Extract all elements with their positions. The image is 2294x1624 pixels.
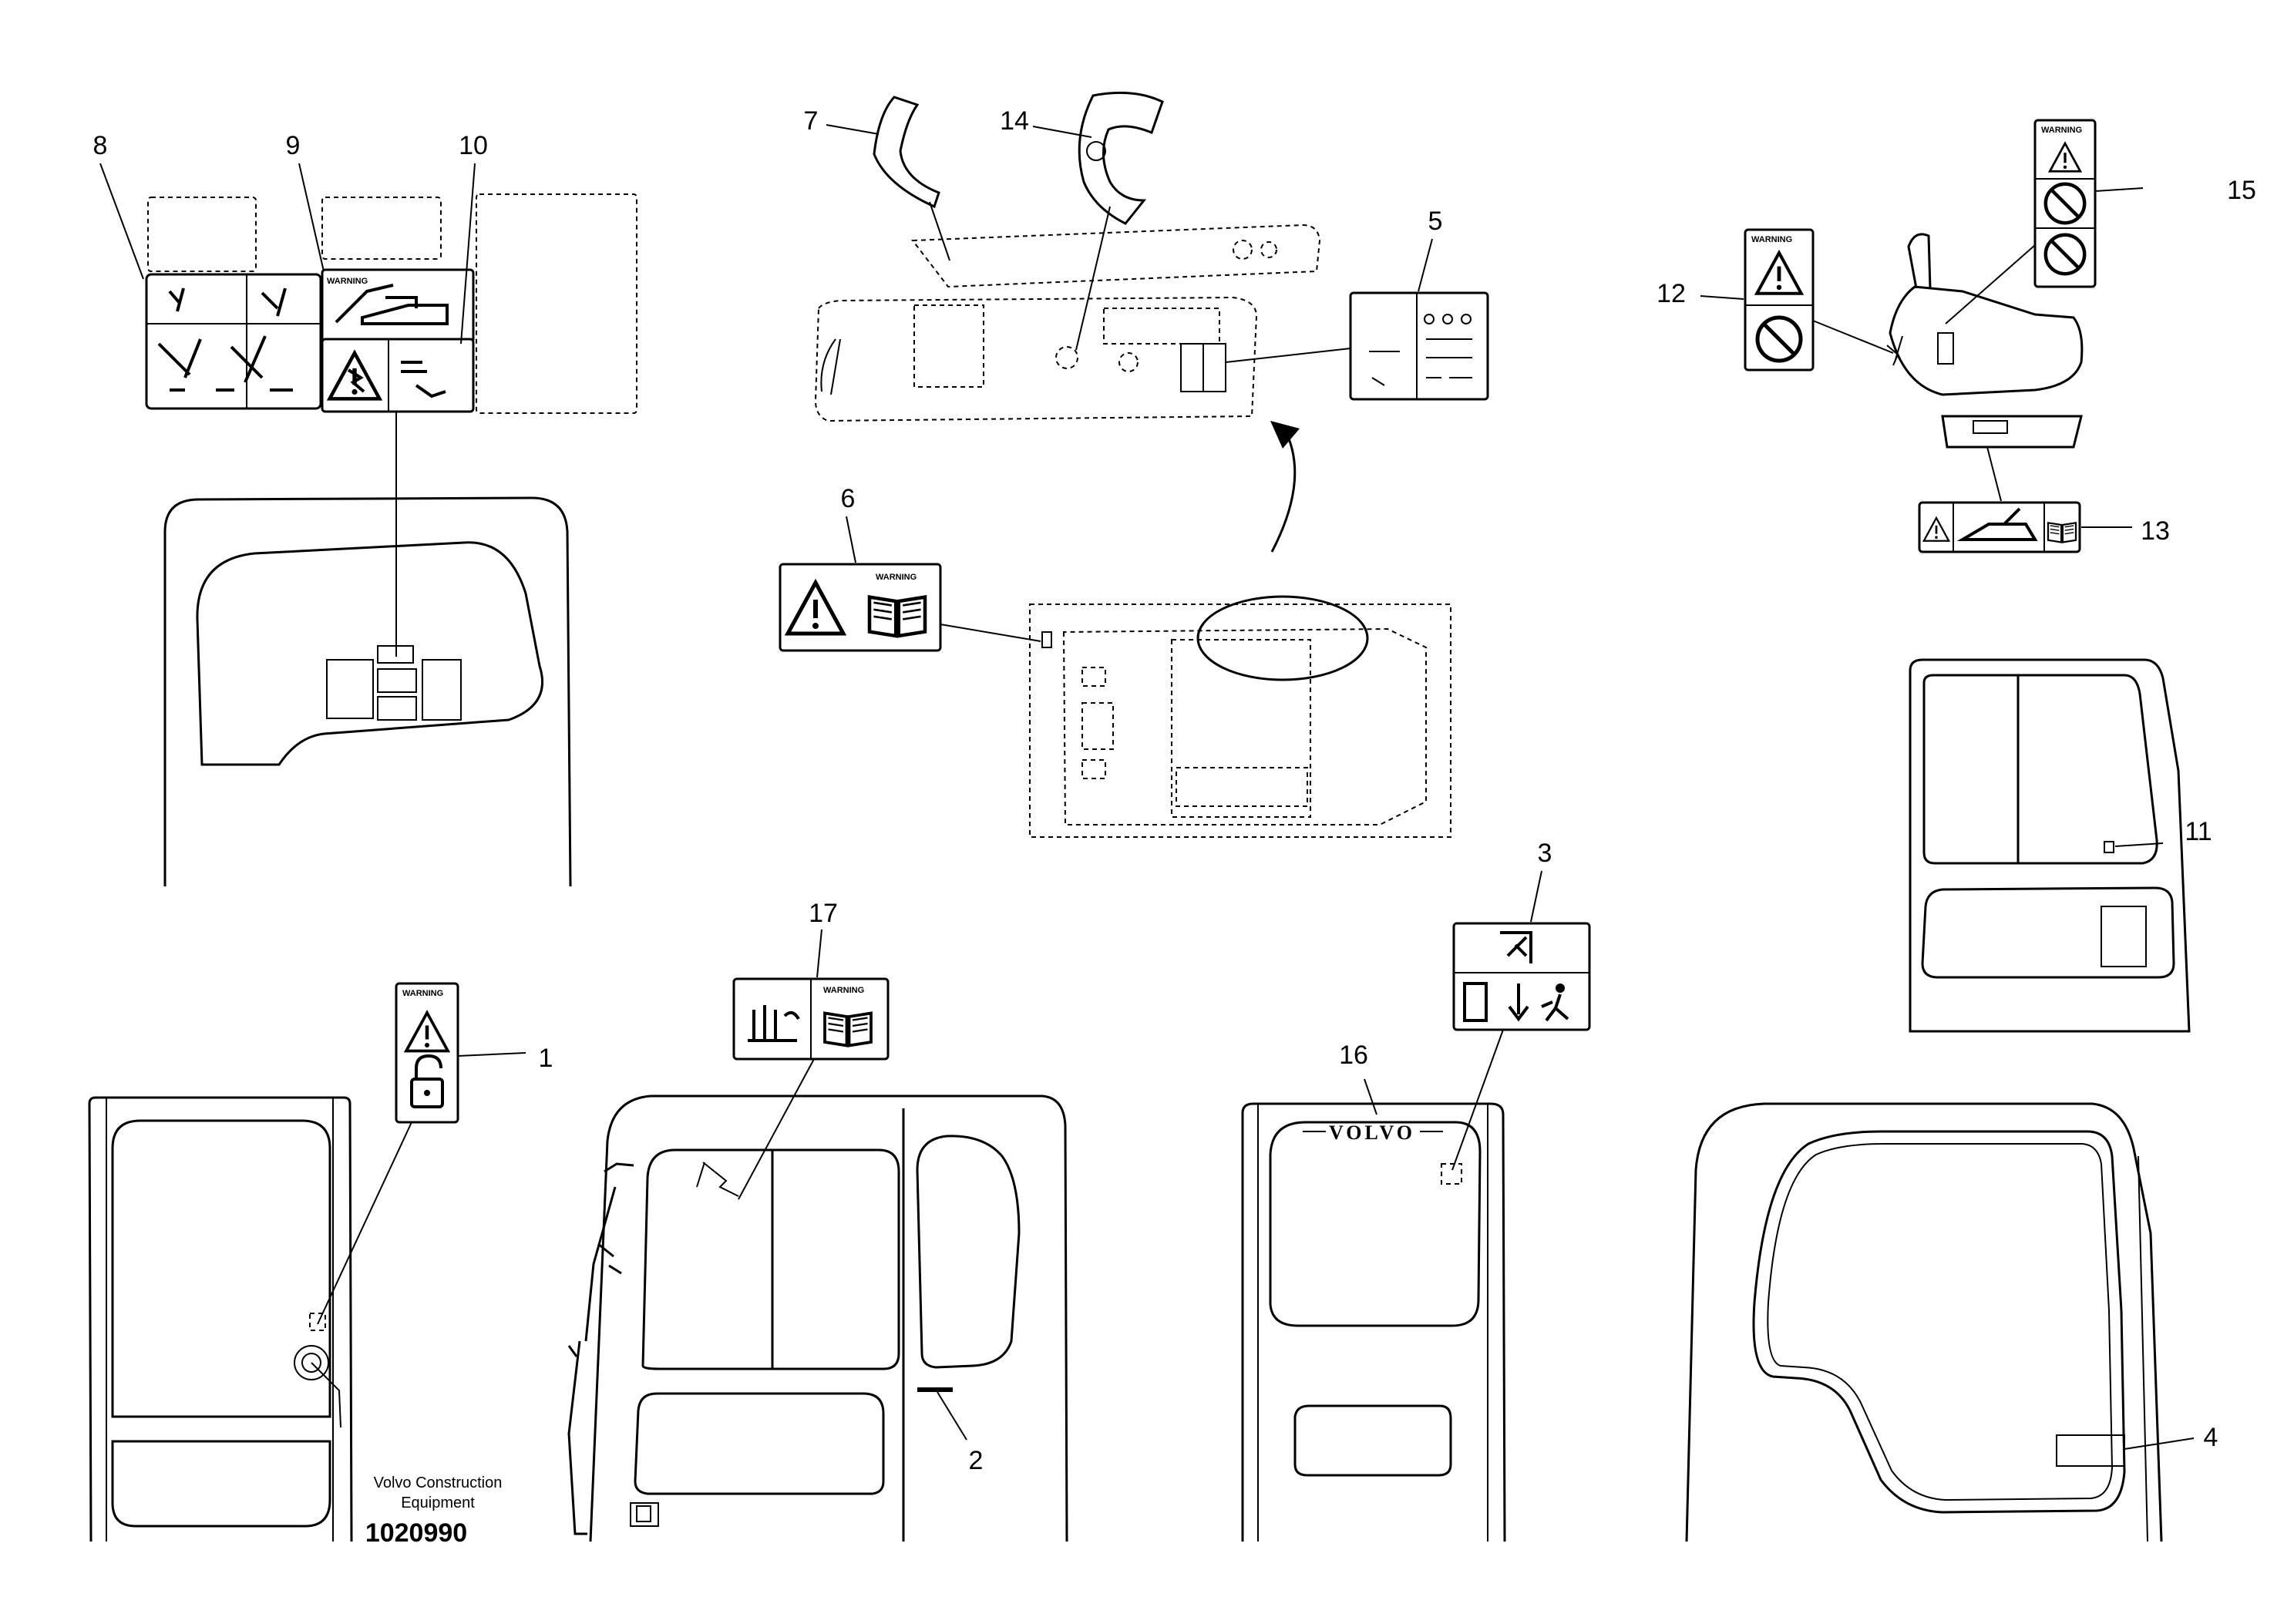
decal-9-excavator-hazard: WARNING bbox=[321, 268, 475, 344]
callout-numbers: 8 9 10 7 14 5 6 12 15 13 11 3 17 1 16 2 … bbox=[93, 106, 2256, 1475]
callout-4: 4 bbox=[2204, 1423, 2218, 1452]
callout-11: 11 bbox=[2185, 817, 2212, 846]
right-door-group bbox=[1909, 658, 2191, 1033]
cab-floor-plan bbox=[1029, 604, 1451, 838]
callout-17: 17 bbox=[809, 899, 838, 928]
lock-icon bbox=[410, 1054, 444, 1108]
cab-front-outline bbox=[88, 1096, 353, 1542]
callout-8: 8 bbox=[93, 131, 108, 160]
decal-9-warning-text: WARNING bbox=[327, 277, 368, 286]
decal-7-arc bbox=[873, 96, 940, 209]
decal-17-warning-text: WARNING bbox=[823, 986, 864, 995]
decal-3-emergency-exit bbox=[1452, 922, 1591, 1031]
leader-lines bbox=[99, 163, 1542, 978]
decal-8-control-pattern bbox=[145, 273, 322, 410]
cab-front-view-group: WARNING Volvo Construction Equipment 102… bbox=[88, 982, 526, 1548]
joystick-group: WARNING WARNING bbox=[1700, 119, 2144, 553]
callout-9: 9 bbox=[286, 131, 301, 160]
decal-5-switch-panel bbox=[1349, 291, 1489, 401]
emergency-exit-icon bbox=[1541, 983, 1569, 1022]
decal-12-warning: WARNING bbox=[1744, 228, 1815, 372]
cab-left-view-group: WARNING bbox=[567, 977, 1068, 1542]
cab-rear-panel-group: WARNING bbox=[145, 193, 637, 887]
right-door-outline bbox=[1909, 658, 2191, 1033]
decal-10-electrical-hazard bbox=[321, 338, 475, 413]
callout-2: 2 bbox=[969, 1446, 984, 1475]
decal-14-arc bbox=[1078, 91, 1164, 225]
callout-3: 3 bbox=[1538, 839, 1552, 868]
decal-6-read-manual: WARNING bbox=[779, 563, 942, 652]
volvo-logo-text: VOLVO bbox=[1329, 1121, 1415, 1144]
callout-12: 12 bbox=[1657, 279, 1686, 308]
callout-10: 10 bbox=[459, 131, 488, 160]
decal-15-warning-text: WARNING bbox=[2041, 126, 2082, 135]
footer-company-line1: Volvo Construction bbox=[374, 1474, 503, 1491]
decal-12-warning-text: WARNING bbox=[1751, 235, 1792, 244]
arrow-down-icon bbox=[1508, 983, 1529, 1022]
decal-1-warning-text: WARNING bbox=[402, 989, 443, 998]
cab-left-outline bbox=[589, 1094, 1068, 1542]
callout-5: 5 bbox=[1428, 207, 1443, 236]
decal-1-warning: WARNING bbox=[395, 982, 459, 1124]
footer-company-line2: Equipment bbox=[401, 1495, 475, 1511]
joystick-body bbox=[1889, 285, 2084, 396]
cab-rear-view-group: VOLVO bbox=[1241, 922, 1591, 1542]
decal-15-warning-strip: WARNING bbox=[2033, 119, 2097, 288]
decal-17-warning: WARNING bbox=[732, 977, 890, 1061]
callout-16: 16 bbox=[1339, 1041, 1368, 1070]
callout-13: 13 bbox=[2141, 516, 2170, 546]
callout-1: 1 bbox=[539, 1044, 553, 1073]
callout-6: 6 bbox=[841, 484, 856, 513]
decal-13-warning-strip bbox=[1918, 501, 2081, 553]
decal-6-warning-text: WARNING bbox=[876, 573, 917, 582]
callout-14: 14 bbox=[1000, 106, 1029, 136]
callout-15: 15 bbox=[2227, 176, 2256, 205]
cab-rear-outline bbox=[1241, 1102, 1506, 1542]
callout-7: 7 bbox=[804, 106, 819, 136]
cab-rear-window-frame bbox=[163, 496, 572, 887]
curved-arrow bbox=[1270, 428, 1297, 553]
cab-right-view-group bbox=[1685, 1102, 2195, 1542]
cab-right-outline bbox=[1685, 1102, 2163, 1542]
console-group: WARNING bbox=[779, 91, 1489, 838]
drawing-number: 1020990 bbox=[365, 1518, 467, 1548]
detail-ellipse bbox=[1196, 595, 1369, 681]
